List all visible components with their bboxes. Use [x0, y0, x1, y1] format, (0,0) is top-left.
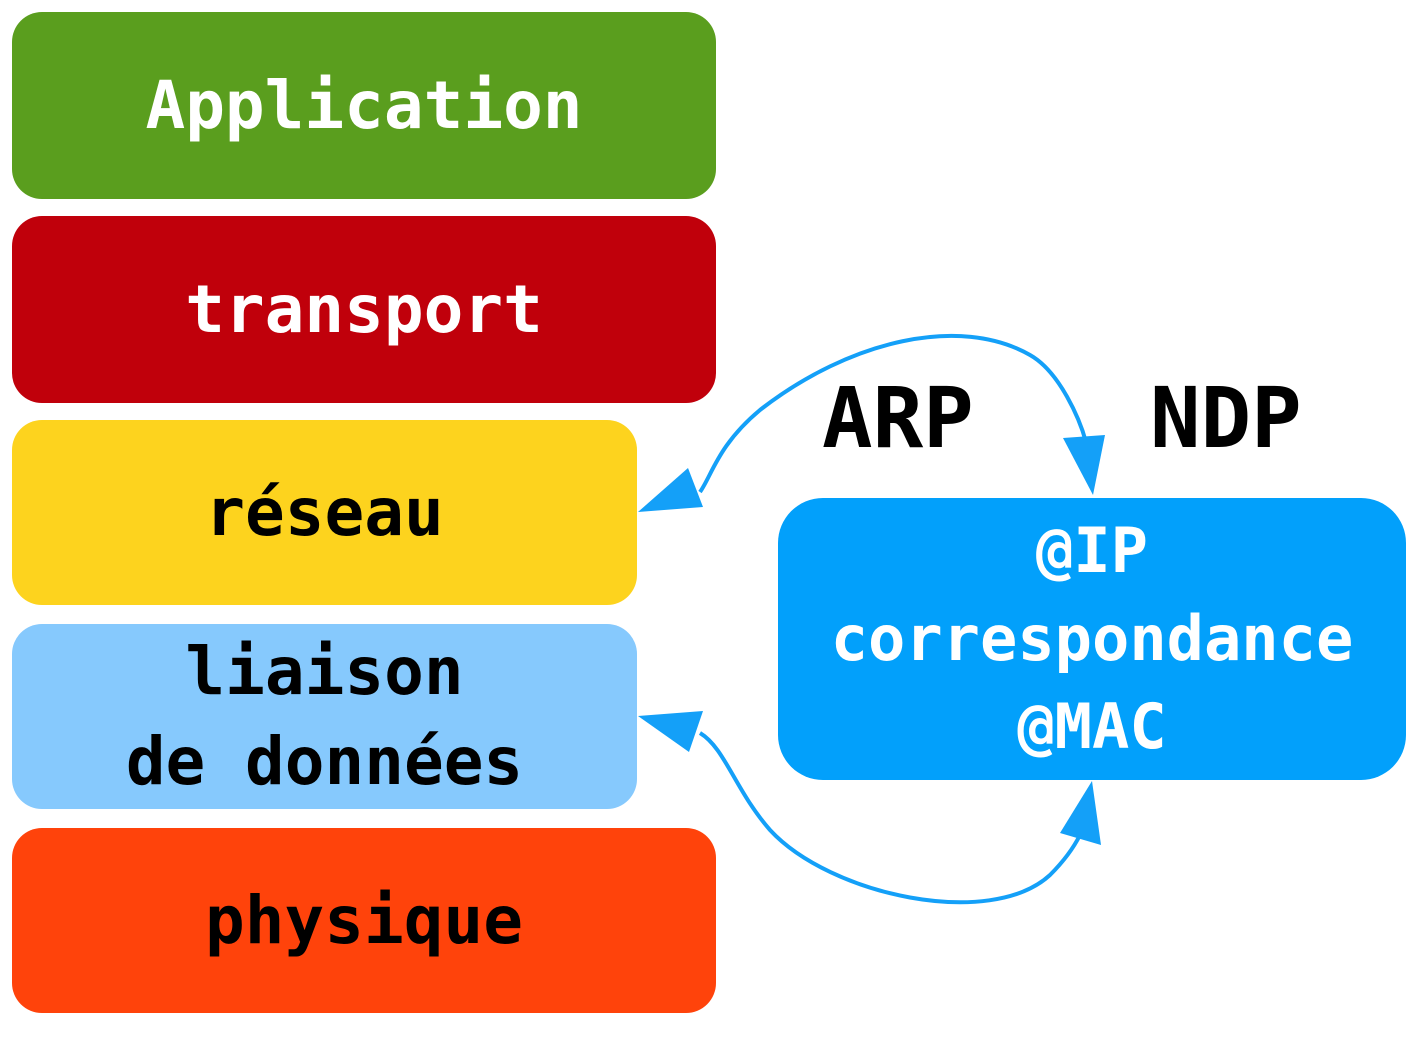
arrowhead-down-to-mapping: [1063, 435, 1105, 495]
mapping-line-correspondance: correspondance: [830, 602, 1354, 675]
mapping-line-mac: @MAC: [1017, 690, 1167, 763]
arrowhead-left-to-reseau: [638, 468, 703, 512]
layer-application-label: Application: [145, 66, 583, 144]
layer-reseau-label: réseau: [205, 473, 444, 551]
ip-mac-mapping-box: @IP correspondance @MAC: [778, 498, 1406, 780]
layer-physique: physique: [12, 828, 716, 1013]
protocol-label-ndp: NDP: [1150, 369, 1302, 467]
layer-liaison-label-line2: de données: [125, 722, 524, 800]
protocol-label-arp: ARP: [822, 369, 974, 467]
layer-reseau: réseau: [12, 420, 637, 605]
layer-transport-label: transport: [185, 270, 543, 348]
layer-transport: transport: [12, 216, 716, 403]
arrowhead-up-to-mapping: [1060, 781, 1101, 845]
layer-liaison-label-line1: liaison: [185, 632, 464, 710]
mapping-line-ip: @IP: [1036, 514, 1148, 587]
layer-application: Application: [12, 12, 716, 199]
layer-liaison: liaison de données: [12, 624, 637, 809]
layer-physique-label: physique: [205, 881, 523, 959]
arrowhead-left-to-liaison: [638, 711, 703, 752]
